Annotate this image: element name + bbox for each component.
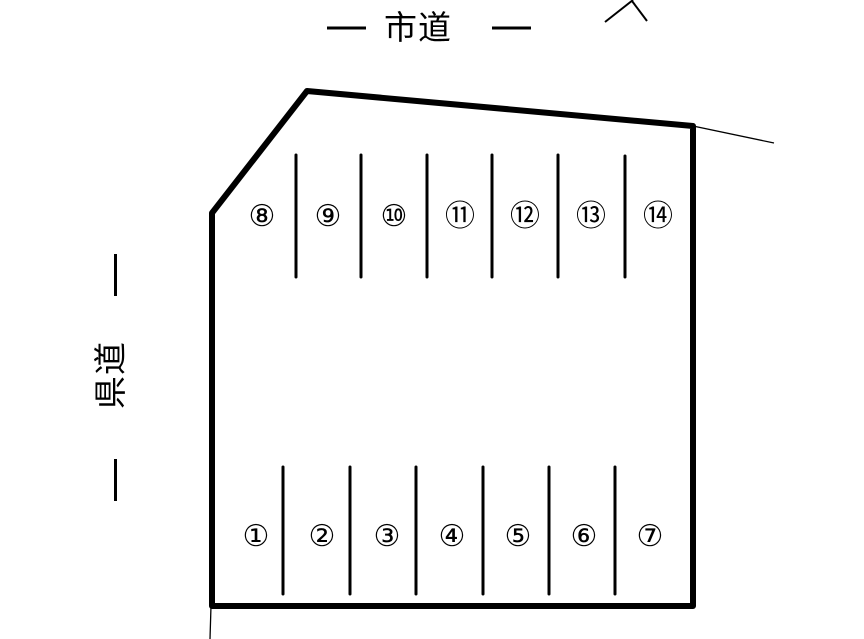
parking-space-3: ③ bbox=[373, 519, 401, 554]
city-road-label: 市道 bbox=[384, 8, 452, 47]
parking-space-12: ⑫ bbox=[510, 199, 540, 234]
prefectural-road-label: 県道 bbox=[91, 341, 130, 409]
parking-space-11: ⑪ bbox=[445, 199, 475, 234]
parking-space-4: ④ bbox=[438, 519, 466, 554]
top-row-dividers bbox=[294, 153, 627, 279]
parking-space-6: ⑥ bbox=[570, 519, 598, 554]
bottom-row-dividers bbox=[281, 465, 617, 596]
parking-space-14: ⑭ bbox=[643, 199, 673, 234]
parking-space-2: ② bbox=[308, 519, 336, 554]
parking-space-1: ① bbox=[242, 519, 270, 554]
north-arrow-icon bbox=[604, 0, 648, 23]
lot-outline bbox=[209, 88, 696, 609]
parking-space-13: ⑬ bbox=[576, 199, 606, 234]
neighbor-boundary-line-bottom bbox=[209, 605, 212, 639]
parking-space-8: ⑧ bbox=[248, 199, 276, 234]
parking-space-7: ⑦ bbox=[636, 519, 664, 554]
parking-space-9: ⑨ bbox=[314, 199, 342, 234]
neighbor-boundary-line-right bbox=[692, 125, 775, 144]
parking-space-5: ⑤ bbox=[504, 519, 532, 554]
parking-space-10: ⑩ bbox=[380, 199, 408, 234]
